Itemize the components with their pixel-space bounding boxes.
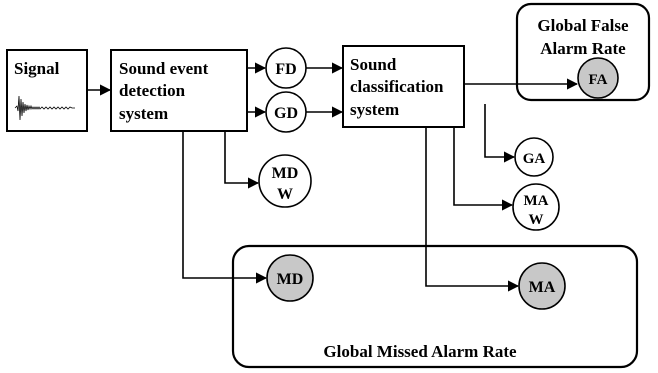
fa-label: FA (589, 72, 608, 88)
signal-label: Signal (14, 59, 60, 78)
gd-node: GD (265, 91, 307, 133)
connectors (87, 62, 579, 292)
detection-label-line1: Sound event (119, 59, 209, 78)
global-false-alarm-label-line2: Alarm Rate (540, 39, 626, 58)
ga-node: GA (514, 137, 554, 177)
edge-detection-mdw (224, 131, 260, 189)
fa-node: FA (577, 57, 619, 99)
fd-label: FD (275, 61, 296, 78)
ga-label: GA (523, 151, 546, 167)
md-label: MD (277, 271, 304, 288)
global-missed-alarm-group: Global Missed Alarm Rate (231, 244, 639, 369)
edge-detection-md (182, 131, 268, 284)
edge-classification-ga (484, 104, 516, 163)
detection-label-line2: detection (119, 81, 186, 100)
maw-label-line2: W (529, 212, 544, 228)
classification-system-box: Sound classification system (342, 45, 465, 128)
edge-classification-ma (425, 127, 520, 292)
fd-node: FD (265, 47, 307, 89)
signal-box: Signal (6, 49, 88, 132)
global-false-alarm-group: Global False Alarm Rate (515, 2, 651, 102)
ma-label: MA (529, 279, 556, 296)
mdw-label-line2: W (277, 186, 293, 203)
md-node: MD (266, 254, 314, 302)
gd-label: GD (274, 105, 298, 122)
mdw-label-line1: MD (272, 165, 299, 182)
edge-classification-maw (453, 127, 514, 211)
ma-node: MA (518, 262, 566, 310)
classification-label-line2: classification (350, 77, 444, 96)
maw-label-line1: MA (524, 193, 549, 209)
detection-system-box: Sound event detection system (110, 49, 248, 132)
signal-waveform-icon (14, 95, 75, 121)
classification-label-line3: system (350, 100, 399, 119)
global-false-alarm-label-line1: Global False (537, 16, 629, 35)
classification-label-line1: Sound (350, 55, 397, 74)
global-missed-alarm-label: Global Missed Alarm Rate (323, 342, 517, 361)
detection-label-line3: system (119, 104, 168, 123)
maw-node: MA W (512, 183, 560, 231)
mdw-node: MD W (258, 154, 312, 208)
